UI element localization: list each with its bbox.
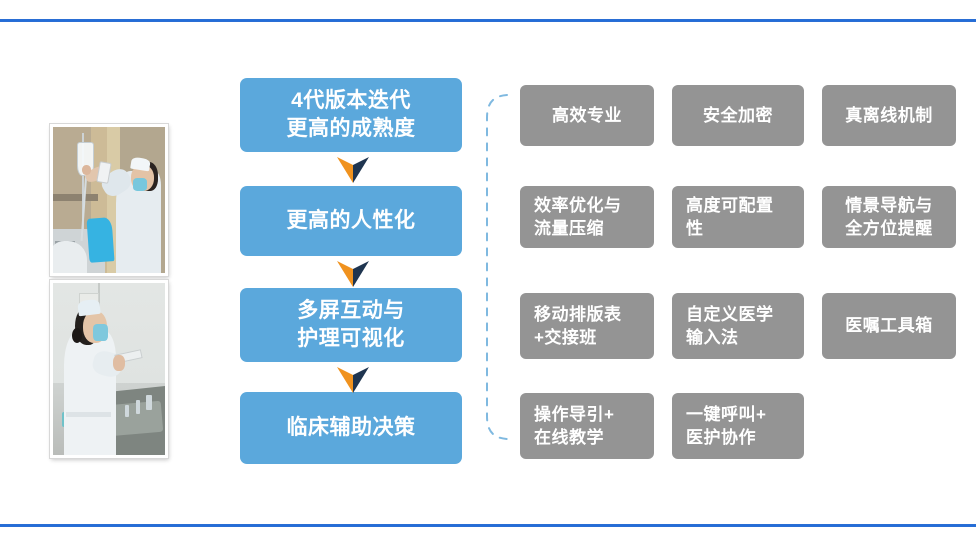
feature-box-r3c3-label: 医嘱工具箱 [845,316,933,336]
feature-box-r2c1[interactable]: 效率优化与流量压缩 [520,186,654,248]
feature-box-r4c2-label: 一键呼叫+医护协作 [686,404,767,447]
feature-box-r2c2[interactable]: 高度可配置性 [672,186,804,248]
photo-nurse-hanging-iv-drip [50,124,168,276]
feature-box-r4c2[interactable]: 一键呼叫+医护协作 [672,393,804,459]
stage-box-1-label: 4代版本迭代更高的成熟度 [286,89,416,140]
feature-box-r3c2-label: 自定义医学输入法 [686,304,774,347]
feature-box-r2c2-label: 高度可配置性 [686,195,774,238]
chevron-down-icon-3 [337,367,369,393]
feature-box-r1c2-label: 安全加密 [703,105,773,125]
stage-box-4-label: 临床辅助决策 [286,416,416,440]
feature-box-r4c1-label: 操作导引+在线教学 [534,404,615,447]
dashed-brace-bracket [483,92,509,442]
bottom-divider-rule [0,524,976,527]
feature-box-r3c2[interactable]: 自定义医学输入法 [672,293,804,359]
feature-box-r3c1-label: 移动排版表+交接班 [534,304,622,347]
stage-box-2-label: 更高的人性化 [286,209,416,233]
feature-box-r2c3[interactable]: 情景导航与全方位提醒 [822,186,956,248]
stage-box-1[interactable]: 4代版本迭代更高的成熟度 [240,78,462,152]
chevron-down-icon-2 [337,261,369,287]
stage-box-3-label: 多屏互动与护理可视化 [297,299,405,350]
stage-box-2[interactable]: 更高的人性化 [240,186,462,256]
feature-box-r1c2[interactable]: 安全加密 [672,85,804,146]
feature-box-r3c1[interactable]: 移动排版表+交接班 [520,293,654,359]
photo-nurse-preparing-medication [50,280,168,458]
feature-box-r1c3-label: 真离线机制 [845,105,933,125]
feature-box-r3c3[interactable]: 医嘱工具箱 [822,293,956,359]
top-divider-rule [0,19,976,22]
stage-box-3[interactable]: 多屏互动与护理可视化 [240,288,462,362]
feature-box-r1c3[interactable]: 真离线机制 [822,85,956,146]
stage-box-4[interactable]: 临床辅助决策 [240,392,462,464]
feature-box-r4c1[interactable]: 操作导引+在线教学 [520,393,654,459]
feature-box-r2c3-label: 情景导航与全方位提醒 [845,195,933,238]
feature-box-r1c1[interactable]: 高效专业 [520,85,654,146]
feature-box-r1c1-label: 高效专业 [552,105,622,125]
chevron-down-icon-1 [337,157,369,183]
feature-box-r2c1-label: 效率优化与流量压缩 [534,195,622,238]
